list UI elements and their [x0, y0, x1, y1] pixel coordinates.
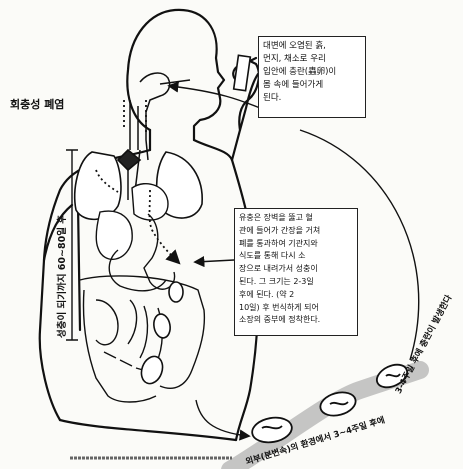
worm-eggs-in-colon — [138, 282, 183, 387]
ingestion-note-box: 대변에 오염된 흙, 먼지, 채소로 우리 입안에 충란(蟲卵)이 몸 속에 들… — [258, 36, 366, 118]
food-item-icon — [234, 55, 251, 90]
larva-migration-note-box: 유충은 장벽을 뚫고 혈 관에 들어가 간장을 거쳐 폐를 통과하여 기관지와 … — [234, 208, 358, 336]
pneumonia-label: 회충성 폐염 — [10, 96, 64, 112]
growth-period-label: 성충이 되기까지 60~80일 후 — [54, 215, 68, 338]
